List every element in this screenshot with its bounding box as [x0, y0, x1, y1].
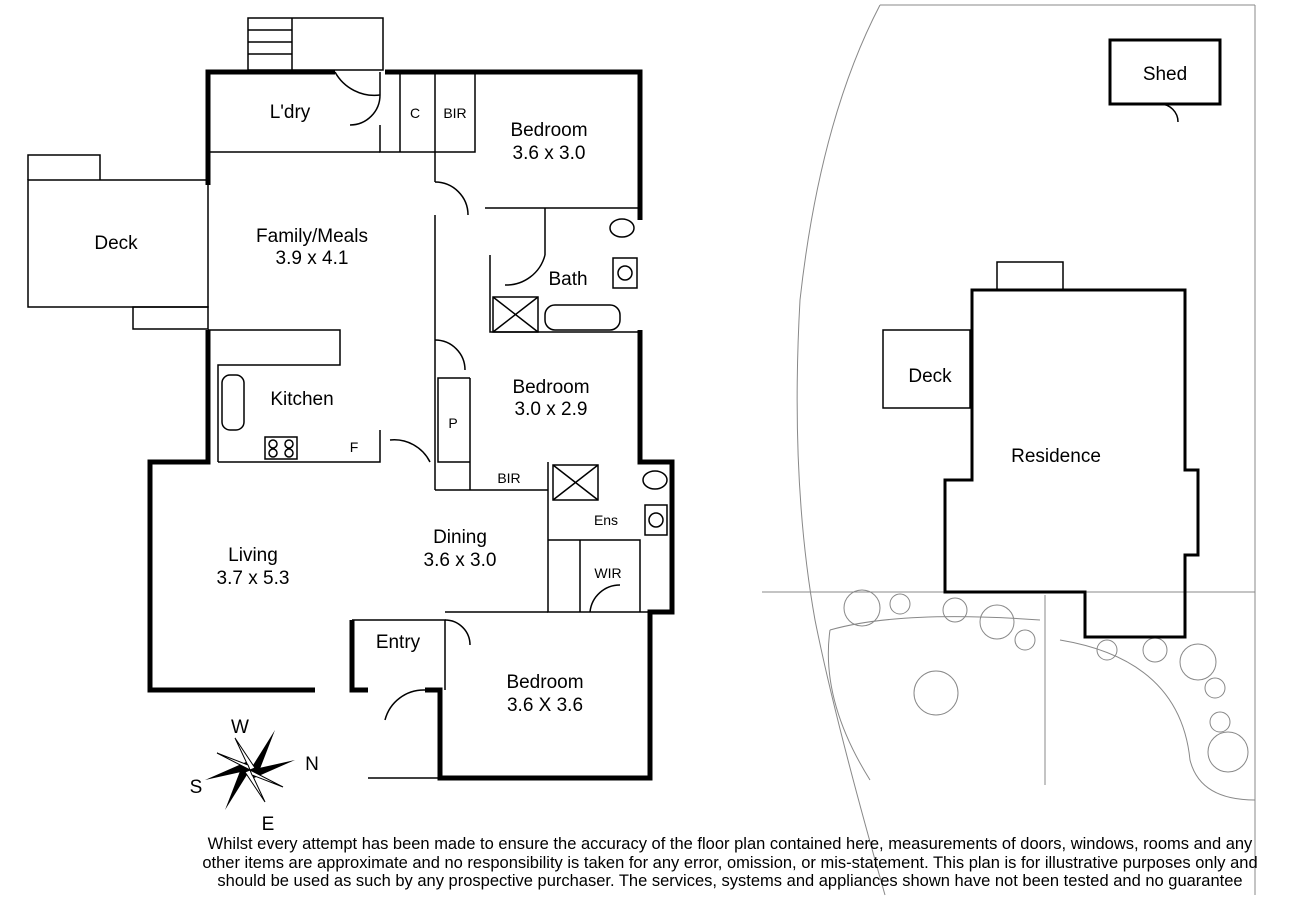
room-dining-size: 3.6 x 3.0 [424, 550, 497, 571]
exterior-walls [147, 69, 675, 781]
room-bir-mid: BIR [497, 470, 520, 486]
room-bir-top: BIR [443, 105, 466, 121]
room-bedroom3-name: Bedroom [506, 672, 583, 693]
room-living-name: Living [228, 545, 278, 566]
room-ensuite: Ens [594, 512, 618, 528]
interior-walls [208, 71, 668, 721]
compass-s: S [190, 777, 203, 798]
room-laundry: L'dry [270, 102, 311, 123]
room-bedroom1-name: Bedroom [510, 120, 587, 141]
compass-rose-icon [205, 730, 295, 810]
disclaimer-text: Whilst every attempt has been made to en… [202, 835, 1258, 890]
room-kitchen: Kitchen [270, 389, 333, 410]
shed-outline [1108, 38, 1222, 123]
site-shed: Shed [1143, 64, 1187, 85]
room-dining-name: Dining [433, 527, 487, 548]
trees [843, 589, 1249, 773]
room-pantry: P [448, 415, 457, 431]
fridge-label: F [350, 439, 359, 455]
room-bedroom3-size: 3.6 X 3.6 [507, 695, 583, 716]
compass-n: N [305, 754, 319, 775]
room-deck: Deck [94, 233, 138, 254]
room-bath: Bath [548, 269, 587, 290]
room-bedroom2-size: 3.0 x 2.9 [515, 399, 588, 420]
residence-outline [943, 288, 1200, 639]
steps [247, 17, 384, 71]
room-family-size: 3.9 x 4.1 [276, 248, 349, 269]
room-bedroom1-size: 3.6 x 3.0 [513, 143, 586, 164]
room-bedroom2-name: Bedroom [512, 377, 589, 398]
site-boundary [762, 4, 1256, 896]
room-entry: Entry [376, 632, 421, 653]
room-cupboard: C [410, 105, 420, 121]
deck-outline [27, 154, 209, 330]
site-deck-outline [882, 329, 971, 409]
room-family-name: Family/Meals [256, 226, 368, 247]
site-deck: Deck [908, 366, 952, 387]
compass-e: E [262, 814, 275, 835]
room-wir: WIR [594, 565, 621, 581]
room-living-size: 3.7 x 5.3 [217, 568, 290, 589]
site-residence: Residence [1011, 446, 1101, 467]
compass-w: W [231, 717, 249, 738]
